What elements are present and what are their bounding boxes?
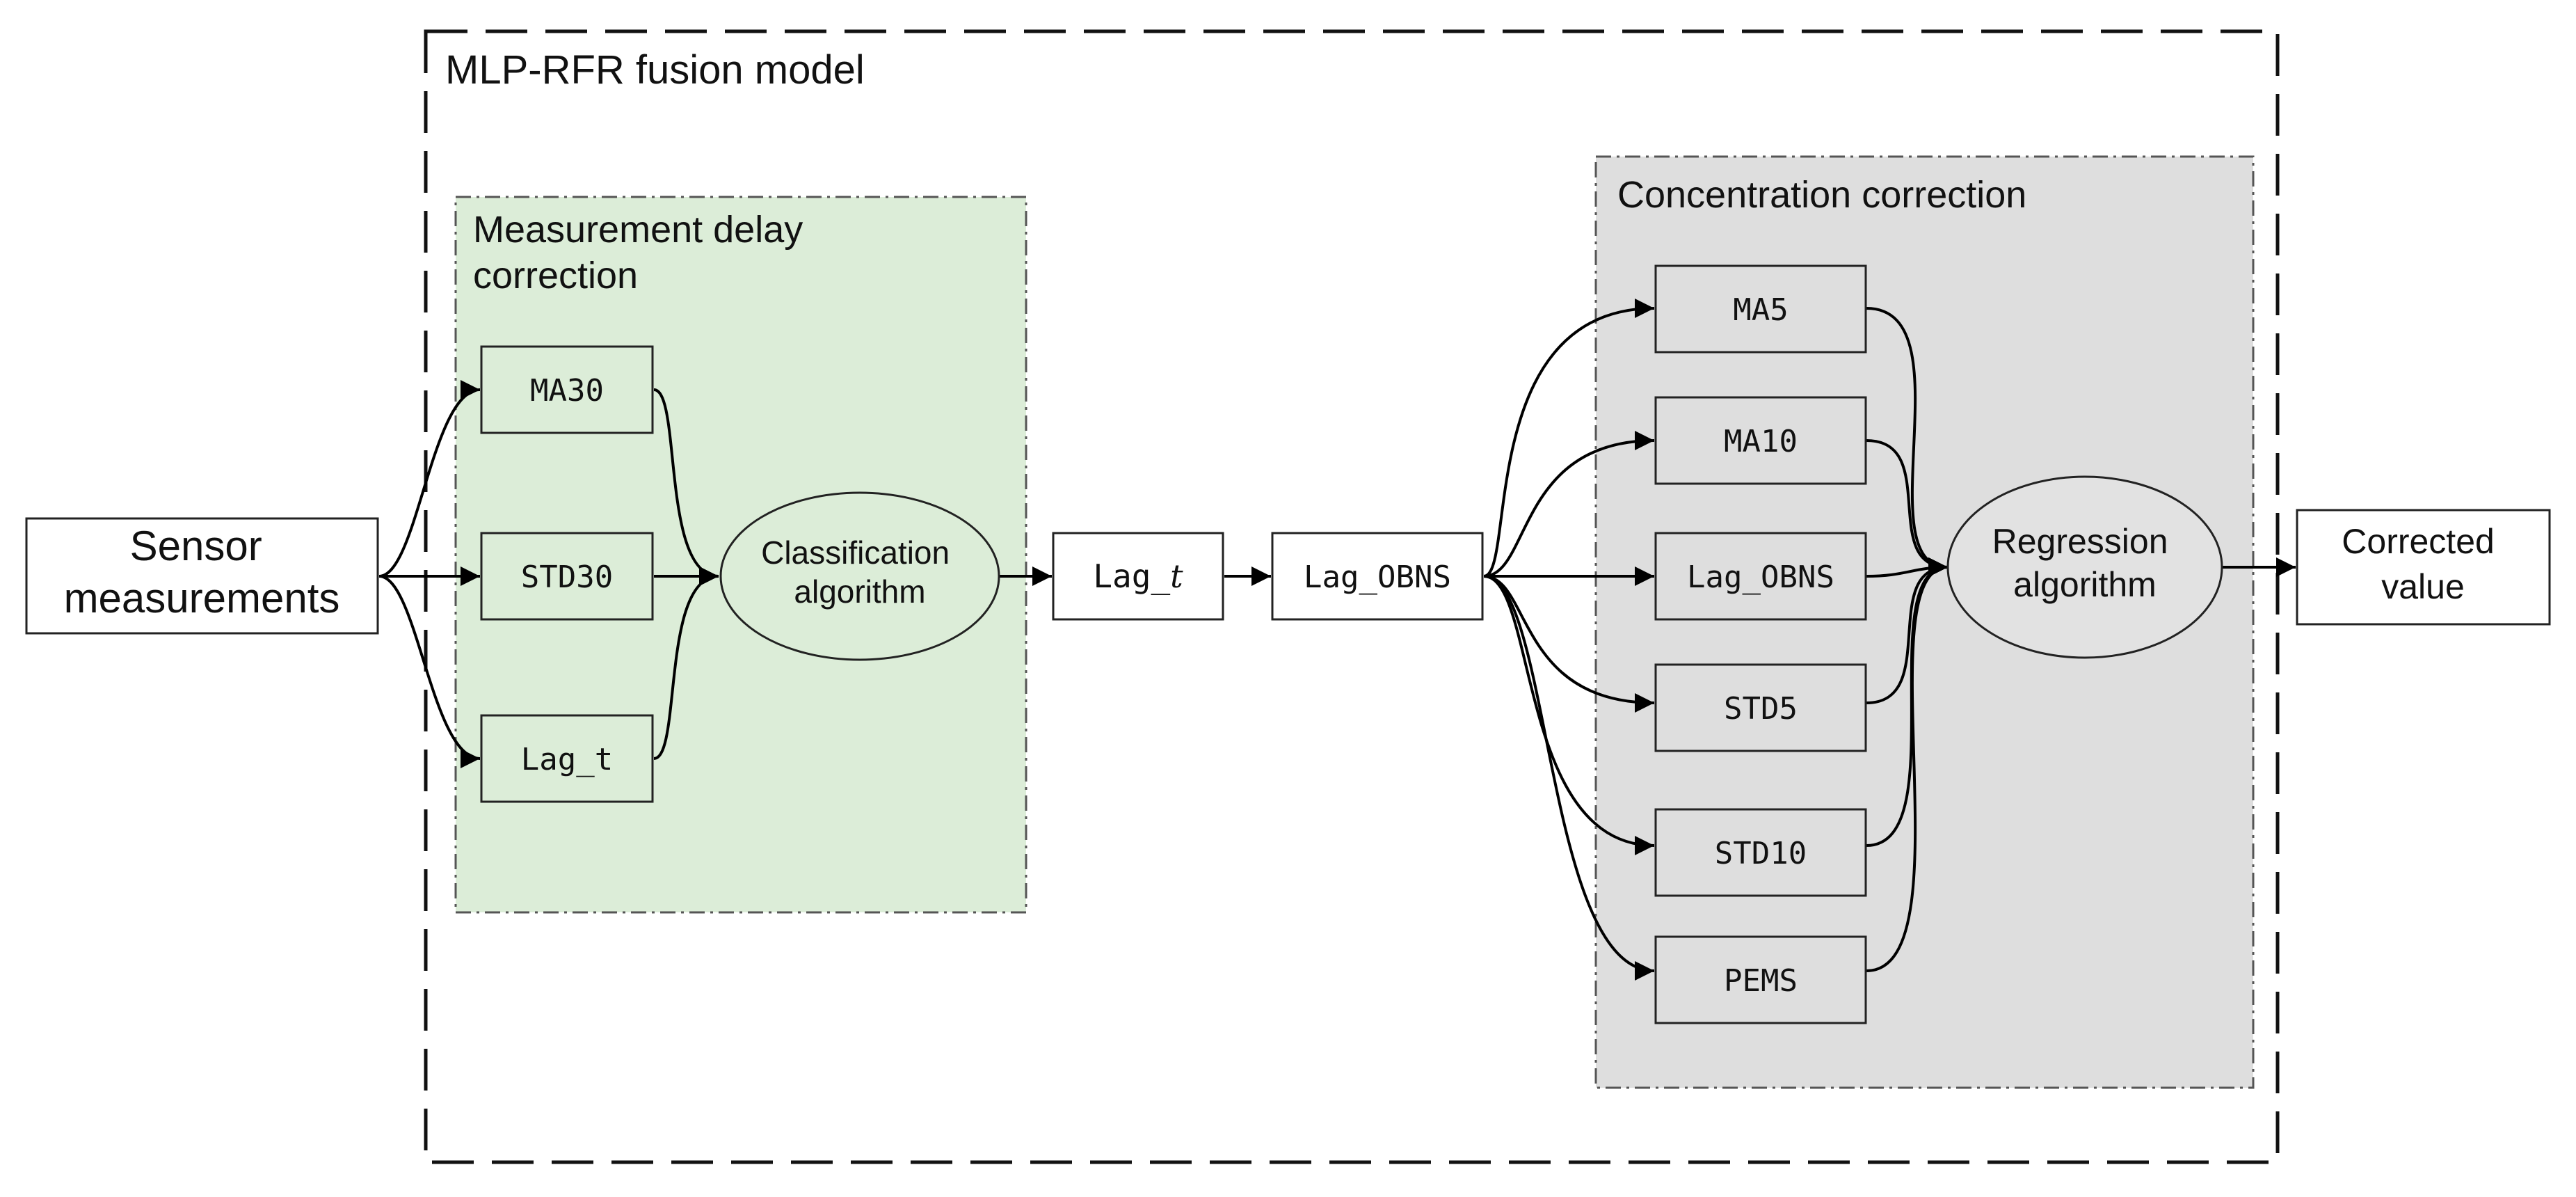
ma5-node: MA5 — [1654, 264, 1867, 354]
svg-text:Lag_OBNS: Lag_OBNS — [1687, 560, 1834, 595]
svg-text:Sensor measurements: Sensor measurements — [64, 523, 340, 621]
edge-pems-regression — [1866, 557, 1949, 972]
edge-std5-regression — [1866, 557, 1949, 704]
model-boundary — [424, 29, 2280, 1164]
svg-text:MA5: MA5 — [1733, 292, 1788, 328]
svg-text:Regression algorithm: Regression algorithm — [1992, 522, 2178, 604]
concentration-group-label: Concentration correction — [1617, 174, 2026, 216]
edge-ma5-regression — [1866, 307, 1949, 577]
classification-algorithm-node: Classification algorithm — [719, 491, 1000, 661]
svg-text:Lag_t: Lag_t — [1093, 557, 1183, 595]
delay-group-label: Measurement delay correction — [473, 209, 813, 296]
lag-t-output-node: Lag_t — [1052, 532, 1224, 621]
svg-text:MA10: MA10 — [1724, 424, 1798, 459]
ma30-node: MA30 — [480, 345, 654, 434]
model-title: MLP-RFR fusion model — [445, 47, 865, 93]
svg-text:MA30: MA30 — [530, 373, 604, 409]
edge-lagobns-pems — [1483, 575, 1655, 981]
edge-lagobns-ma10 — [1483, 431, 1655, 578]
lag-obns-node: Lag_OBNS — [1271, 532, 1484, 621]
svg-text:Lag_t: Lag_t — [521, 742, 613, 777]
lag-t-input-node: Lag_t — [480, 714, 654, 803]
edge-sensor-lag — [378, 575, 481, 768]
connectors — [378, 299, 2296, 981]
svg-text:Corrected value: Corrected value — [2342, 522, 2504, 606]
std30-node: STD30 — [480, 532, 654, 621]
svg-text:STD5: STD5 — [1724, 691, 1798, 727]
svg-text:Lag_OBNS: Lag_OBNS — [1304, 560, 1451, 595]
sensor-measurements-node: Sensor measurements — [25, 517, 379, 635]
edge-lagobns-ma5 — [1483, 299, 1655, 578]
svg-text:STD10: STD10 — [1715, 836, 1807, 871]
edge-ma10-regression — [1866, 439, 1949, 577]
std10-node: STD10 — [1654, 808, 1867, 897]
std5-node: STD5 — [1654, 663, 1867, 752]
ma10-node: MA10 — [1654, 396, 1867, 485]
edge-lagobns-std5 — [1483, 575, 1655, 713]
edge-lag-classification — [653, 566, 719, 760]
edge-lagobns-std10 — [1483, 575, 1655, 855]
svg-text:Classification algorithm: Classification algorithm — [761, 534, 959, 610]
corrected-value-node: Corrected value — [2296, 509, 2551, 626]
svg-text:STD30: STD30 — [521, 560, 613, 595]
pems-node: PEMS — [1654, 935, 1867, 1024]
lag-obns-feature-node: Lag_OBNS — [1654, 532, 1867, 621]
svg-text:PEMS: PEMS — [1724, 963, 1798, 999]
regression-algorithm-node: Regression algorithm — [1946, 475, 2223, 659]
edge-sensor-ma30 — [378, 380, 481, 578]
